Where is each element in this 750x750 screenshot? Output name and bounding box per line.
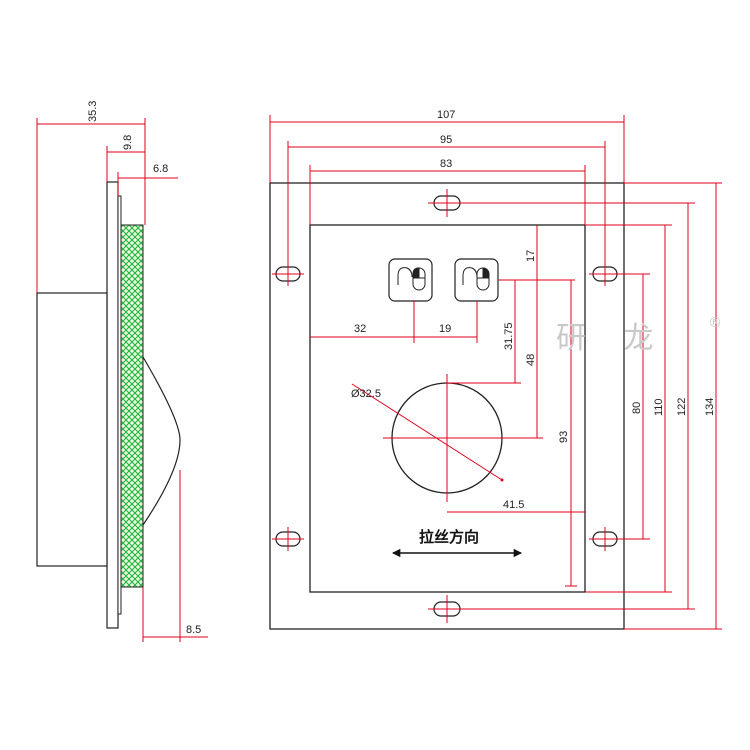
watermark-logo: 研 龙 ®: [556, 315, 722, 356]
dim-panel-width: 83: [440, 158, 452, 170]
dim-top-to-button: 17: [525, 250, 537, 262]
dim-outer-height: 134: [704, 398, 716, 416]
side-body-block: [36, 292, 108, 567]
dim-ball-to-right: 41.5: [503, 499, 524, 511]
right-click-button: [454, 258, 499, 302]
dim-inner-height: 93: [558, 431, 570, 443]
side-flange-plate: [106, 181, 119, 629]
dim-hole-spacing-y-outer: 122: [676, 398, 688, 416]
front-view: Ø32.5 拉丝方向 107 95 83 32 19: [269, 109, 722, 630]
mouse-right-click-icon: [462, 267, 490, 291]
brushing-direction-label: 拉丝方向: [419, 528, 479, 546]
dim-button-to-ball: 31.75: [503, 322, 515, 350]
watermark-text: 研 龙: [556, 321, 668, 356]
dim-ball-diameter: Ø32.5: [351, 388, 381, 400]
side-view: 35.3 9.8 6.8 8.5: [36, 101, 208, 642]
dim-panel-height: 110: [653, 398, 665, 416]
dim-button-offset-x: 32: [354, 323, 366, 335]
dim-flange-to-panel: 9.8: [122, 135, 134, 150]
dim-top-to-ball-center: 48: [525, 354, 537, 366]
dim-hole-spacing-y-inner: 80: [631, 402, 643, 414]
dim-outer-width: 107: [437, 109, 455, 121]
dim-ball-protrusion: 8.5: [186, 624, 201, 636]
side-hatched-panel: [120, 224, 144, 588]
dim-button-spacing: 19: [439, 323, 451, 335]
side-panel-frame: [117, 195, 122, 615]
dim-total-depth: 35.3: [87, 101, 99, 122]
dim-panel-thickness: 6.8: [153, 163, 168, 175]
left-click-button: [388, 258, 433, 302]
side-ball-dome: [142, 356, 181, 526]
dim-hole-spacing-x: 95: [440, 134, 452, 146]
registered-mark: ®: [708, 315, 722, 331]
mouse-left-click-icon: [397, 267, 426, 291]
